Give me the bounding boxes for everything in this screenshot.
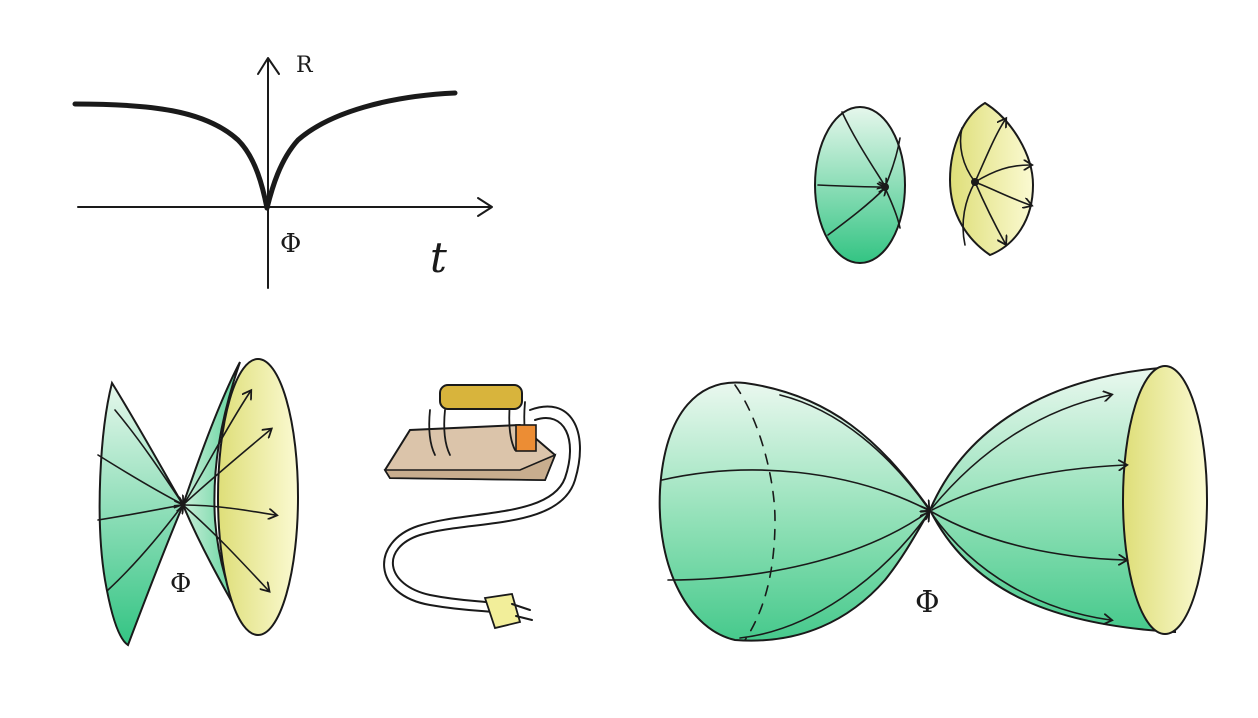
two-discs [814, 101, 1035, 264]
y-axis-label: R [296, 53, 314, 78]
surface-label: Φ [915, 585, 940, 620]
singularity-label: Φ [280, 229, 301, 259]
left-lobe [658, 381, 932, 642]
left-cone [98, 380, 185, 647]
right-cone-rim [217, 358, 299, 636]
plug-icon [483, 592, 533, 630]
iron-handle [439, 384, 523, 410]
yellow-disc [948, 101, 1035, 257]
x-axis-arrowhead [477, 197, 493, 217]
y-axis-arrowhead [257, 57, 280, 75]
iron-cord [392, 405, 581, 606]
graph-panel: R t Φ [72, 53, 493, 289]
r-curve-right [264, 90, 458, 211]
right-cone-inner [181, 361, 246, 626]
double-cone: Φ [97, 358, 299, 647]
r-curve-left [72, 101, 270, 211]
right-rim [1122, 365, 1208, 635]
x-axis-label: t [430, 233, 447, 282]
iron-icon [383, 384, 581, 630]
green-disc [814, 106, 906, 264]
hourglass-surface: Φ [658, 365, 1208, 642]
iron-knob [515, 424, 537, 452]
bicone-label: Φ [170, 569, 191, 599]
